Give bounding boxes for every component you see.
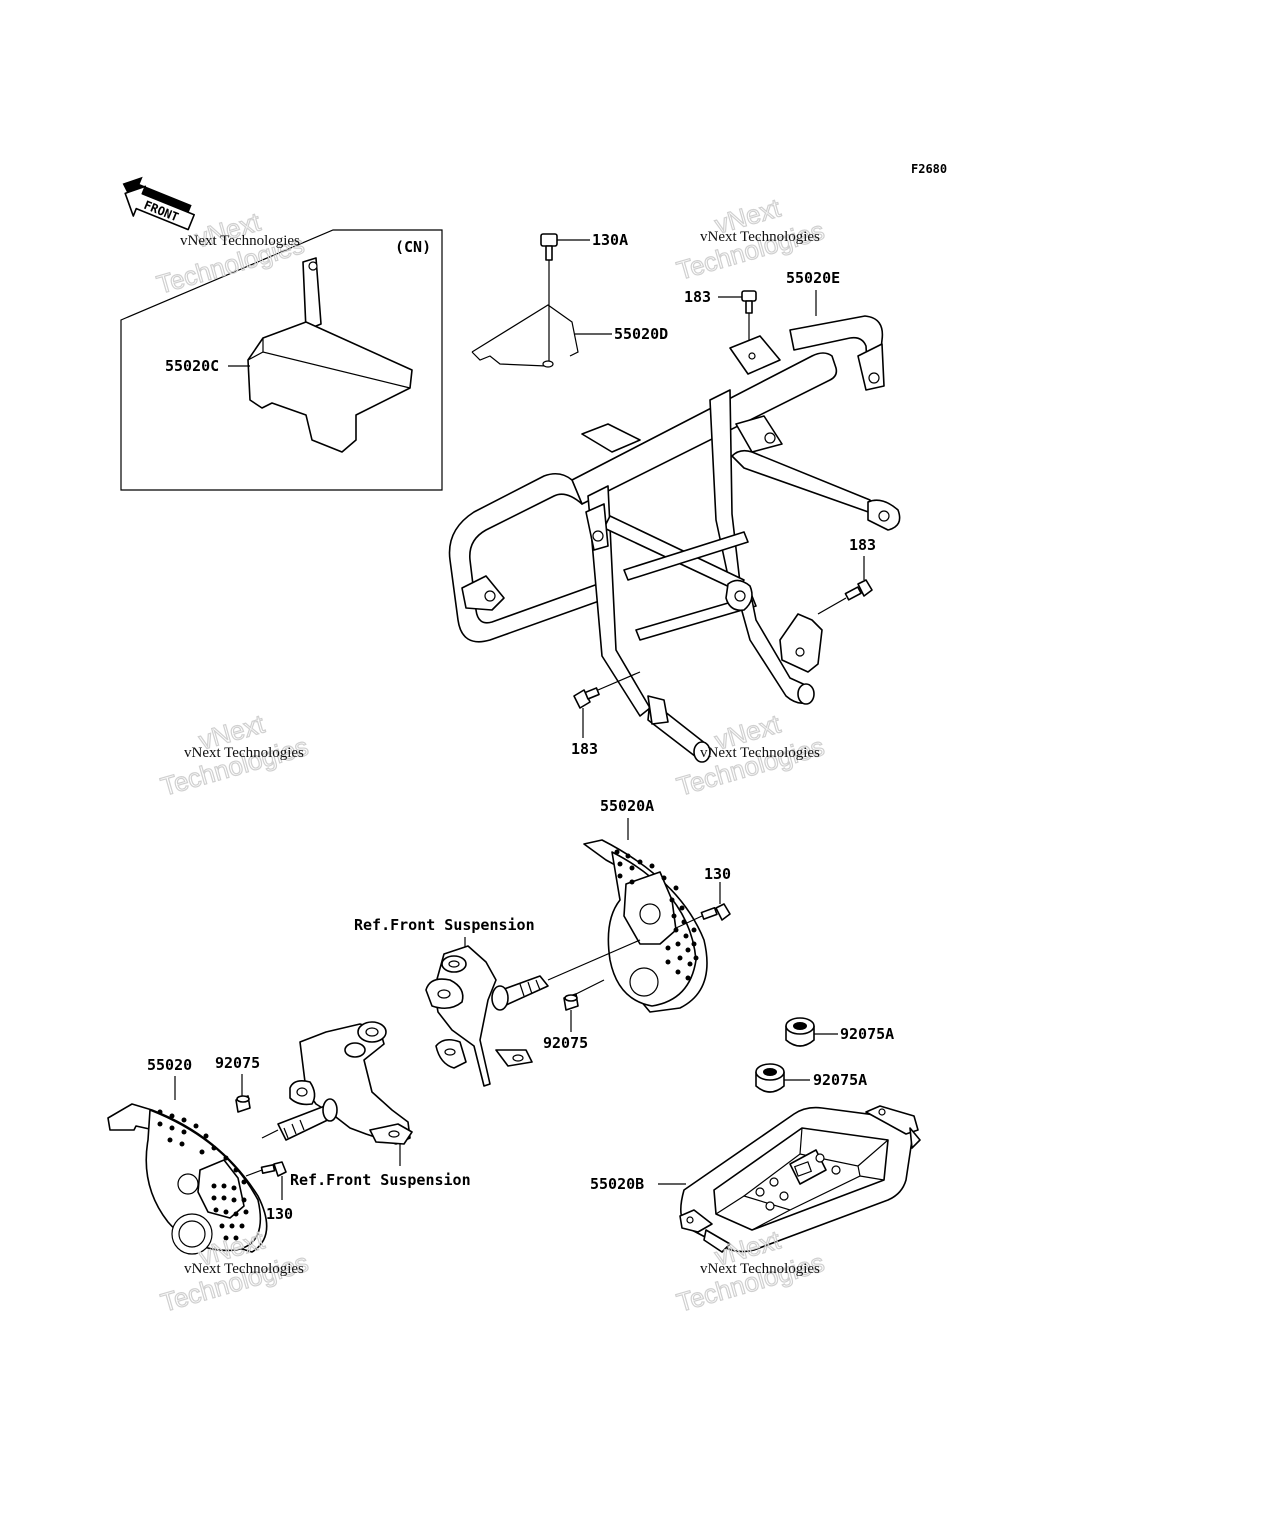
front-arrow-icon: FRONT — [122, 176, 195, 231]
ref-front-suspension-upper: Ref.Front Suspension — [354, 916, 535, 934]
label-130-left: 130 — [266, 1205, 293, 1223]
part-92075A-damper-1 — [785, 1017, 838, 1047]
label-55020B: 55020B — [590, 1175, 644, 1193]
label-183-bottom: 183 — [571, 740, 598, 758]
svg-text:vNext Technologies: vNext Technologies — [700, 745, 820, 761]
part-130-bolt-right — [675, 882, 731, 929]
part-92075A-damper-2 — [755, 1063, 810, 1093]
part-130A-bolt — [540, 233, 590, 362]
label-130A: 130A — [592, 231, 628, 249]
svg-text:vNext Technologies: vNext Technologies — [184, 1261, 304, 1277]
label-130-right: 130 — [704, 865, 731, 883]
part-130-bolt-left — [245, 1161, 287, 1200]
label-55020A: 55020A — [600, 797, 654, 815]
label-92075A-2: 92075A — [813, 1071, 867, 1089]
part-55020C — [247, 257, 413, 453]
part-183-bolt-top — [718, 290, 757, 342]
watermark-3: vNext Technologies vNext Technologies — [157, 708, 312, 803]
label-55020: 55020 — [147, 1056, 192, 1074]
part-knuckle-upper — [425, 939, 641, 1087]
svg-text:vNext Technologies: vNext Technologies — [180, 233, 300, 249]
svg-text:vNext Technologies: vNext Technologies — [700, 1261, 820, 1277]
label-183-top: 183 — [684, 288, 711, 306]
part-55020-disc-guard — [107, 1103, 268, 1255]
ref-front-suspension-lower: Ref.Front Suspension — [290, 1171, 471, 1189]
label-92075A-1: 92075A — [840, 1025, 894, 1043]
part-knuckle-lower — [261, 1021, 413, 1145]
label-55020C: 55020C — [165, 357, 219, 375]
inset-label: (CN) — [395, 238, 431, 256]
inset-cn: (CN) 55020C — [120, 229, 443, 491]
label-55020D: 55020D — [614, 325, 668, 343]
figure-code: F2680 — [911, 162, 947, 176]
part-183-bolt-right — [817, 556, 873, 615]
part-55020E-guard — [448, 315, 901, 763]
part-92075-nut-mid — [563, 979, 605, 1032]
svg-text:vNext Technologies: vNext Technologies — [184, 745, 304, 761]
label-92075-mid: 92075 — [543, 1034, 588, 1052]
part-183-bolt-bottom — [573, 671, 641, 738]
part-55020A-disc-guard — [583, 839, 708, 1013]
svg-text:vNext Technologies: vNext Technologies — [700, 229, 820, 245]
part-92075-nut-left — [235, 1095, 251, 1113]
part-55020D-bracket — [471, 304, 612, 368]
part-55020B-skid-guard — [679, 1105, 921, 1253]
watermark-6: vNext Technologies vNext Technologies — [673, 1224, 828, 1319]
label-55020E: 55020E — [786, 269, 840, 287]
label-92075-left: 92075 — [215, 1054, 260, 1072]
label-183-right: 183 — [849, 536, 876, 554]
